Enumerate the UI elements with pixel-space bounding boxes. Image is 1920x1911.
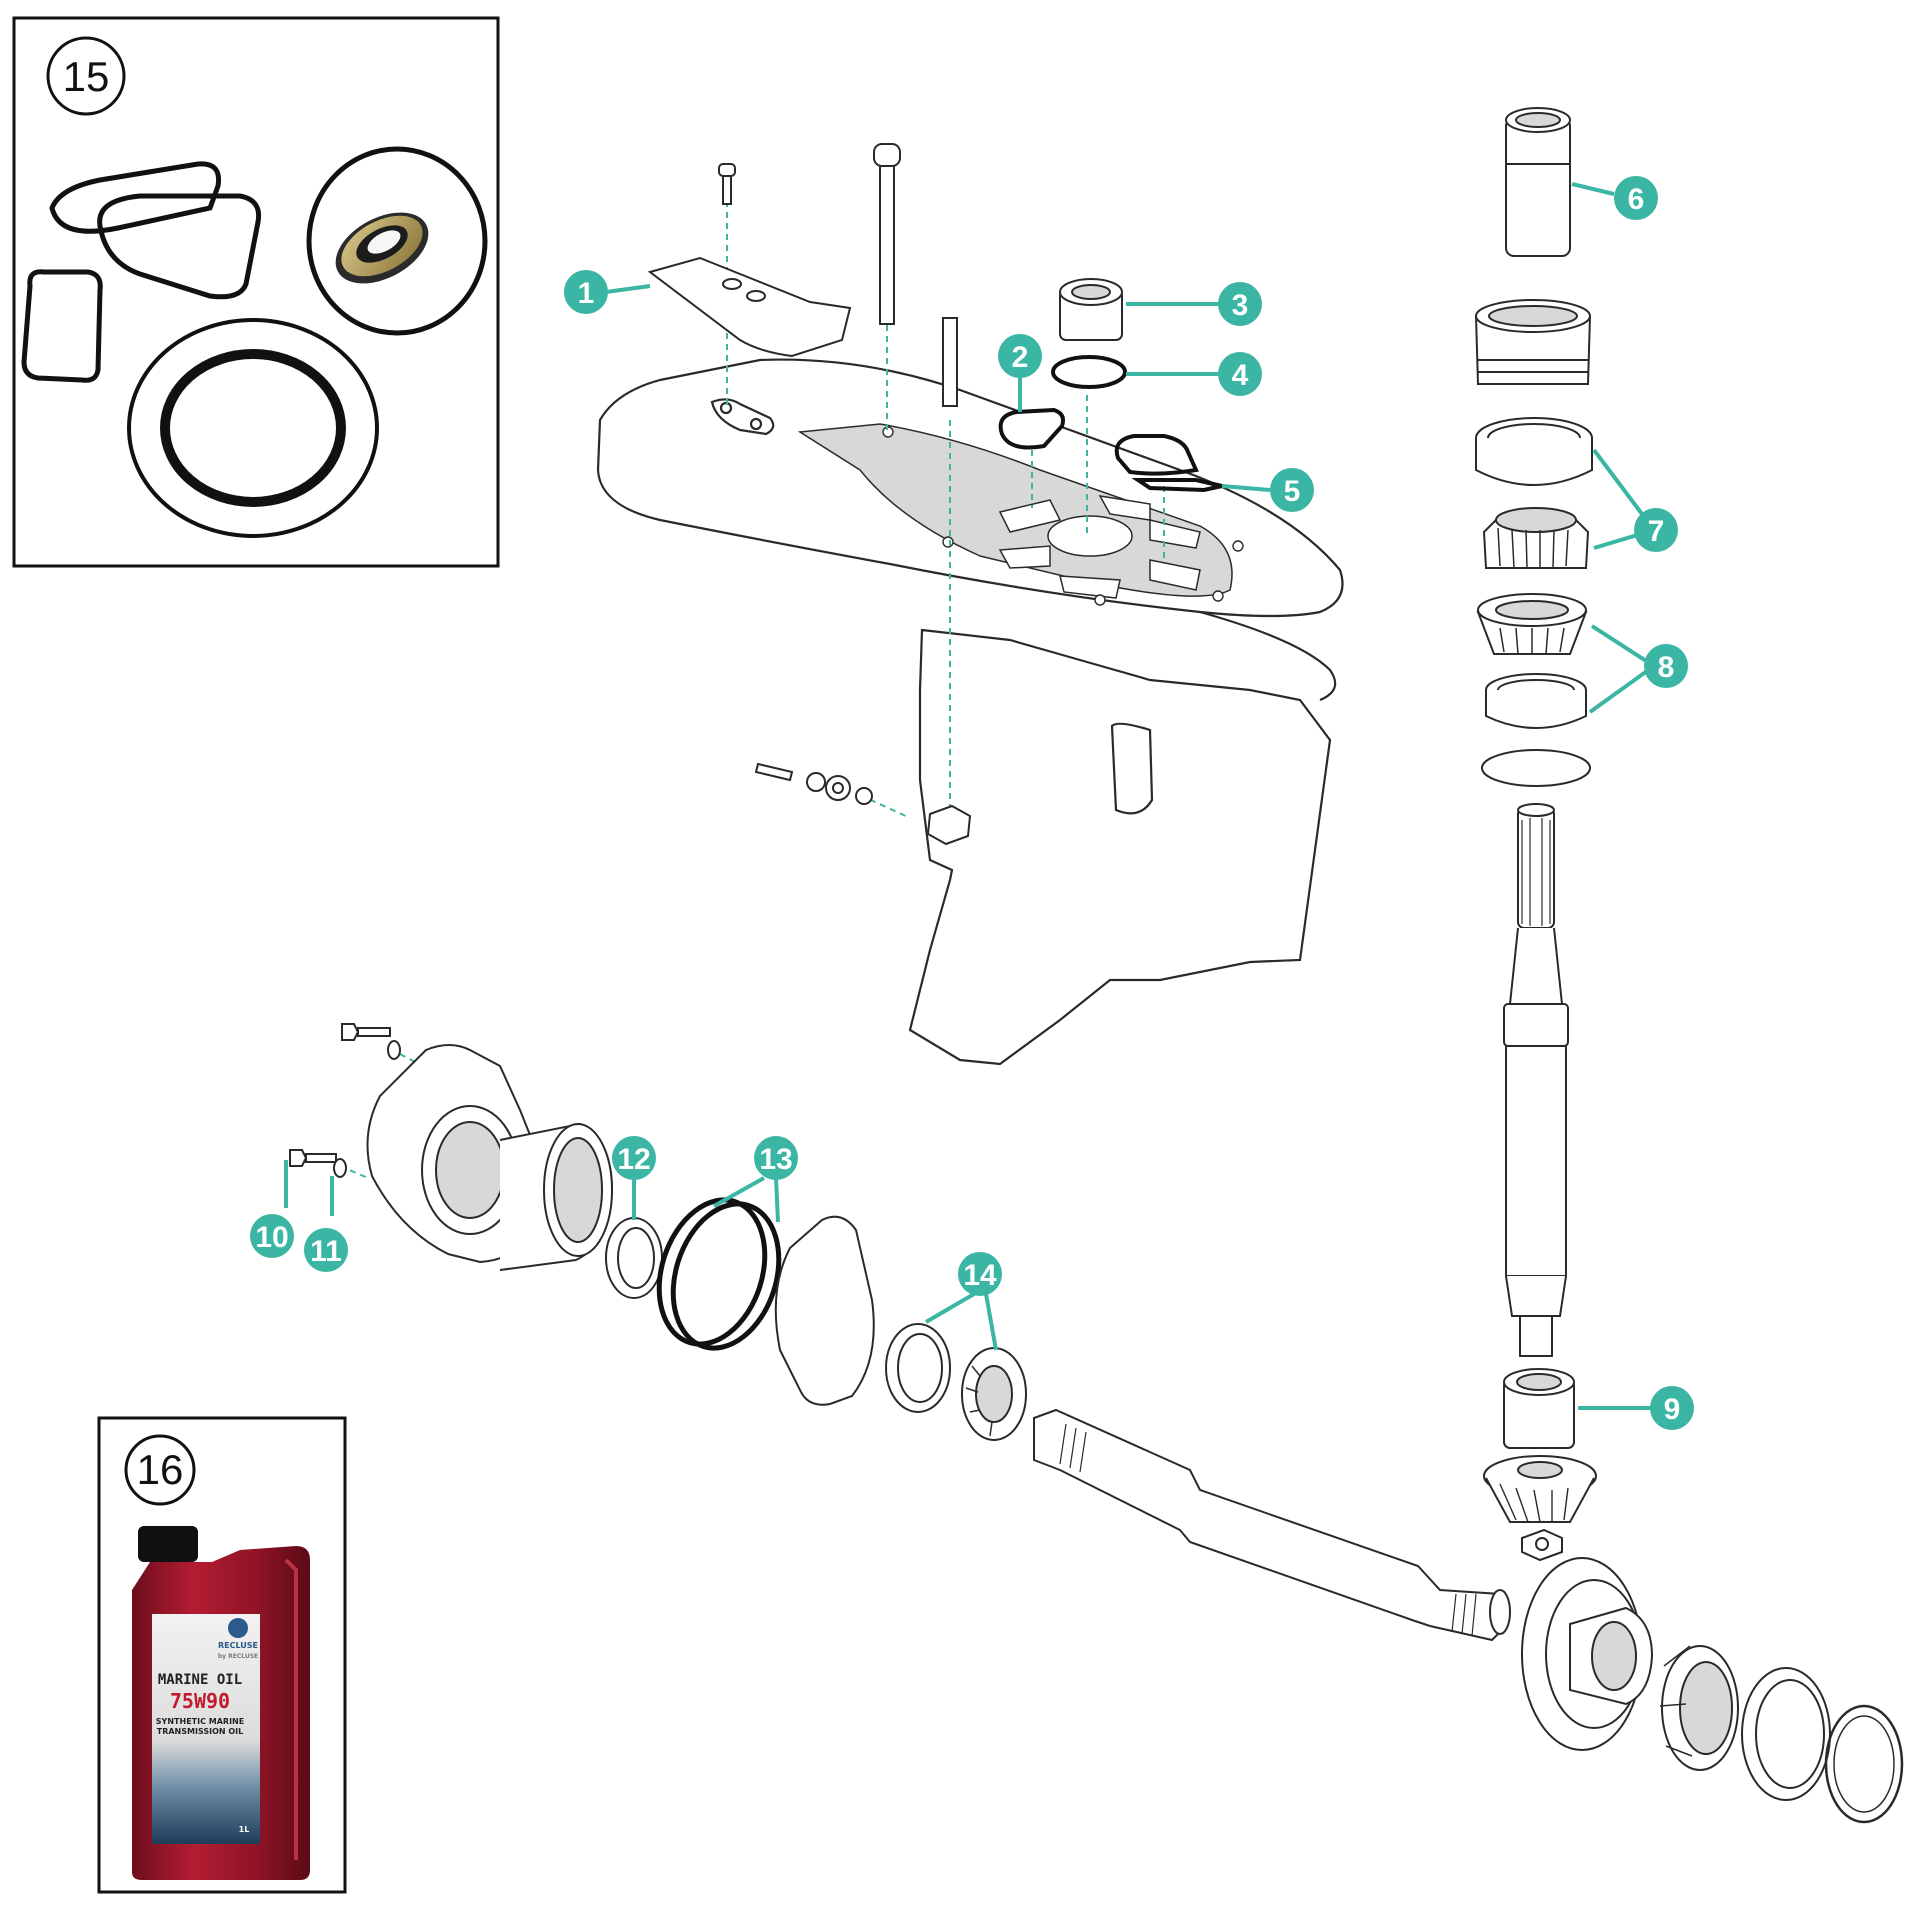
bottle-desc-1: SYNTHETIC MARINE — [156, 1717, 244, 1726]
callout-badges: 1 2 3 4 5 6 7 8 9 10 11 12 13 14 — [250, 176, 1694, 1430]
assembly-guide-lines — [339, 190, 1165, 1179]
svg-text:13: 13 — [759, 1143, 792, 1176]
svg-text:8: 8 — [1658, 651, 1675, 684]
svg-text:1: 1 — [578, 277, 595, 310]
callout-10: 10 — [250, 1214, 294, 1258]
part-forward-gear — [1521, 1557, 1654, 1751]
callout-2: 2 — [998, 334, 1042, 378]
part-gasket-pair — [1114, 434, 1223, 493]
svg-text:10: 10 — [255, 1221, 288, 1254]
oil-seal-image — [335, 212, 429, 284]
bottle-volume: 1L — [239, 1825, 250, 1834]
callout-14: 14 — [958, 1252, 1002, 1296]
callout-6: 6 — [1614, 176, 1658, 220]
bottle-brand-sub: by RECLUSE — [218, 1653, 258, 1660]
inset-number-16: 16 — [137, 1446, 184, 1493]
propeller-shaft-assembly — [1033, 1408, 1904, 1824]
bearing-carrier-assembly — [289, 1023, 1027, 1441]
svg-text:14: 14 — [963, 1259, 997, 1292]
bottle-brand: RECLUSE — [218, 1641, 258, 1650]
callout-8: 8 — [1644, 644, 1688, 688]
vertical-drive-stack — [1474, 107, 1597, 1562]
part-o-ring — [1051, 355, 1127, 389]
svg-text:7: 7 — [1648, 515, 1665, 548]
svg-text:6: 6 — [1628, 183, 1645, 216]
deck-hardware — [718, 143, 972, 846]
part-drive-shaft — [1503, 803, 1569, 1357]
part-bearing-set-upper — [1475, 417, 1593, 569]
callout-1: 1 — [564, 270, 608, 314]
callout-5: 5 — [1270, 468, 1314, 512]
part-sleeve-bearing — [1505, 107, 1571, 257]
callout-4: 4 — [1218, 352, 1262, 396]
svg-text:5: 5 — [1284, 475, 1301, 508]
bottle-grade: 75W90 — [170, 1689, 230, 1713]
part-spacer — [1474, 299, 1592, 385]
oil-bottle-inset: 16 RECLUSE by RECLUSE MARINE OIL 75W90 S… — [97, 1416, 347, 1894]
gasket-kit-inset: 15 — [12, 16, 500, 568]
bottle-product: MARINE OIL — [158, 1672, 242, 1688]
part-needle-bearing — [1503, 1368, 1575, 1449]
svg-text:9: 9 — [1664, 1393, 1681, 1426]
part-pinion-gear — [1483, 1455, 1597, 1562]
svg-text:3: 3 — [1232, 289, 1249, 322]
callout-9: 9 — [1650, 1386, 1694, 1430]
brand-logo-icon — [228, 1618, 248, 1638]
callout-3: 3 — [1218, 282, 1262, 326]
part-thrust-plate — [774, 1215, 875, 1406]
part-shim — [1824, 1704, 1904, 1824]
gearcase-housing — [596, 358, 1344, 1066]
part-cover-plate — [647, 256, 852, 358]
callout-11: 11 — [304, 1228, 348, 1272]
callout-12: 12 — [612, 1136, 656, 1180]
svg-text:4: 4 — [1232, 359, 1249, 392]
part-tapered-roller-bearing — [1659, 1645, 1739, 1771]
svg-text:2: 2 — [1012, 341, 1029, 374]
callout-leader-lines — [284, 182, 1660, 1410]
part-bushing — [1059, 278, 1123, 341]
part-o-ring-pair — [656, 1197, 782, 1351]
part-bearing-cone — [961, 1347, 1027, 1441]
svg-text:12: 12 — [617, 1143, 650, 1176]
part-small-gasket — [998, 407, 1065, 450]
part-bearing-set-lower — [1476, 593, 1591, 787]
bottle-desc-2: TRANSMISSION OIL — [157, 1727, 244, 1736]
inset-number-15: 15 — [63, 53, 110, 100]
callout-13: 13 — [754, 1136, 798, 1180]
svg-text:11: 11 — [310, 1235, 342, 1268]
oil-bottle-image: RECLUSE by RECLUSE MARINE OIL 75W90 SYNT… — [132, 1526, 310, 1880]
callout-7: 7 — [1634, 508, 1678, 552]
